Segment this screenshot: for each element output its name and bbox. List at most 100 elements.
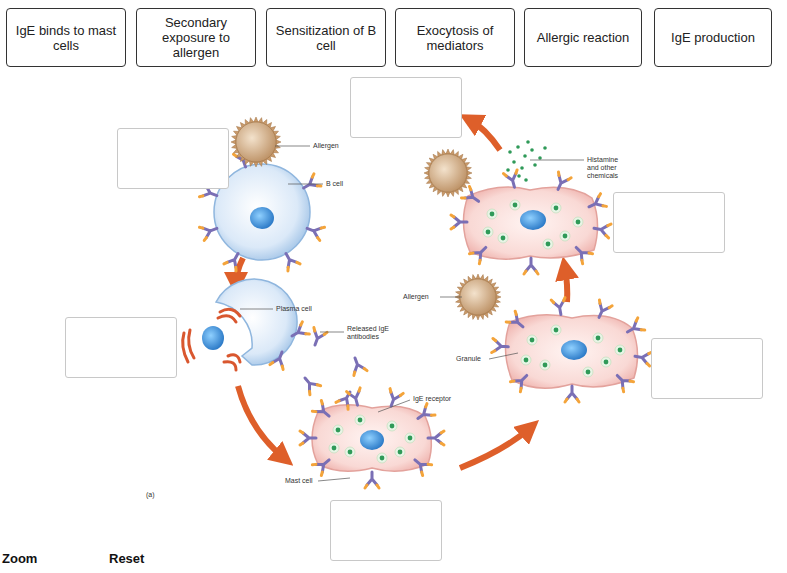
tile-text: Allergic reaction (531, 30, 636, 45)
tile-text: IgE production (665, 30, 761, 45)
illustration-part (199, 226, 207, 240)
label-tile: IgE binds to mast cells (6, 8, 126, 67)
label-tile: Sensitization of B cell (266, 8, 386, 67)
toolbar-button: Zoom (2, 551, 37, 566)
granule (524, 358, 529, 363)
granule (387, 421, 397, 431)
illustration-part (551, 298, 565, 303)
illustration-part (634, 351, 649, 363)
callout-label: Granule (456, 355, 481, 363)
illustration-part (425, 404, 435, 417)
ige-antibody (312, 400, 333, 421)
illustration-part (504, 170, 518, 177)
histamine-dot (506, 168, 510, 172)
granule (329, 443, 339, 453)
granule (543, 239, 553, 249)
illustration-part (469, 252, 481, 264)
callout-label: IgE receptor (413, 395, 451, 403)
granule (510, 200, 520, 210)
callout-label: Histamine and other chemicals (587, 156, 627, 180)
granule (513, 203, 518, 208)
granule (593, 333, 603, 343)
histamine-dot (508, 150, 512, 154)
granule (554, 206, 559, 211)
ige-antibody (551, 298, 568, 316)
ige-antibody (593, 300, 612, 320)
illustration-part (224, 261, 238, 271)
illustration-part (308, 383, 321, 394)
ige-antibody (524, 258, 538, 274)
illustration-part (203, 224, 219, 238)
illustration-part (461, 186, 471, 199)
granule (596, 336, 601, 341)
granule (560, 231, 570, 241)
illustration-part (473, 244, 489, 260)
histamine-dot (533, 163, 537, 167)
ige-antibody (469, 243, 490, 264)
ige-antibody (280, 250, 300, 271)
illustration-part (495, 341, 509, 352)
illustration-part (415, 407, 431, 423)
illustration-part (595, 303, 610, 319)
illustration-part (467, 171, 472, 175)
granule (358, 418, 363, 423)
illustration-part (554, 301, 566, 316)
label-tile: IgE production (654, 8, 772, 67)
illustration-part (606, 224, 611, 238)
ige-antibody (571, 243, 592, 264)
ige-antibody (552, 172, 571, 192)
illustration-part (428, 433, 441, 443)
ige-antibody (414, 404, 435, 425)
illustration-part (276, 140, 281, 144)
tile-text: IgE binds to mast cells (7, 23, 125, 53)
illustration-part (282, 251, 297, 267)
tile-text: Secondary exposure to allergen (137, 15, 255, 60)
granule (487, 209, 497, 219)
allergen (424, 149, 472, 197)
granule (405, 433, 415, 443)
label-tile: Secondary exposure to allergen (136, 8, 256, 67)
illustration-part (311, 174, 321, 188)
granule (348, 450, 353, 455)
histamine-dot (526, 140, 530, 144)
illustration-part (290, 325, 306, 340)
illustration-part (625, 321, 641, 336)
callout-label: Allergen (403, 293, 429, 301)
ige-antibody (461, 186, 482, 207)
granule (345, 447, 355, 457)
granule (486, 230, 491, 235)
illustration-part (526, 258, 536, 271)
ige-antibody (385, 389, 404, 409)
granule (377, 453, 387, 463)
illustration-part (316, 456, 332, 472)
illustration-part (317, 226, 325, 240)
granule (546, 242, 551, 247)
granule (408, 436, 413, 441)
illustration-part (270, 362, 284, 370)
drop-box (350, 77, 462, 138)
illustration-part (367, 472, 377, 485)
ige-antibody (224, 250, 244, 271)
granule (521, 355, 531, 365)
illustration-part (424, 171, 429, 175)
illustration-part (227, 251, 242, 267)
granule (563, 234, 568, 239)
illustration-part (350, 356, 364, 372)
ige-antibody (300, 374, 321, 395)
illustration-part (349, 391, 362, 406)
ige-antibody (410, 454, 431, 475)
illustration-part (336, 400, 350, 410)
illustration-part (254, 162, 258, 167)
callout-label: Released IgE antibodies (347, 325, 395, 341)
illustration-part (365, 485, 379, 488)
illustration-part (446, 149, 450, 154)
illustration-part (557, 172, 571, 181)
illustration-part (621, 380, 633, 392)
illustration-part (300, 431, 303, 445)
tile-text: Exocytosis of mediators (396, 23, 514, 53)
histamine-dot (517, 174, 521, 178)
illustration-part (454, 217, 467, 227)
illustration-part (510, 315, 526, 331)
illustration-part (598, 194, 607, 208)
drop-box (65, 317, 177, 378)
